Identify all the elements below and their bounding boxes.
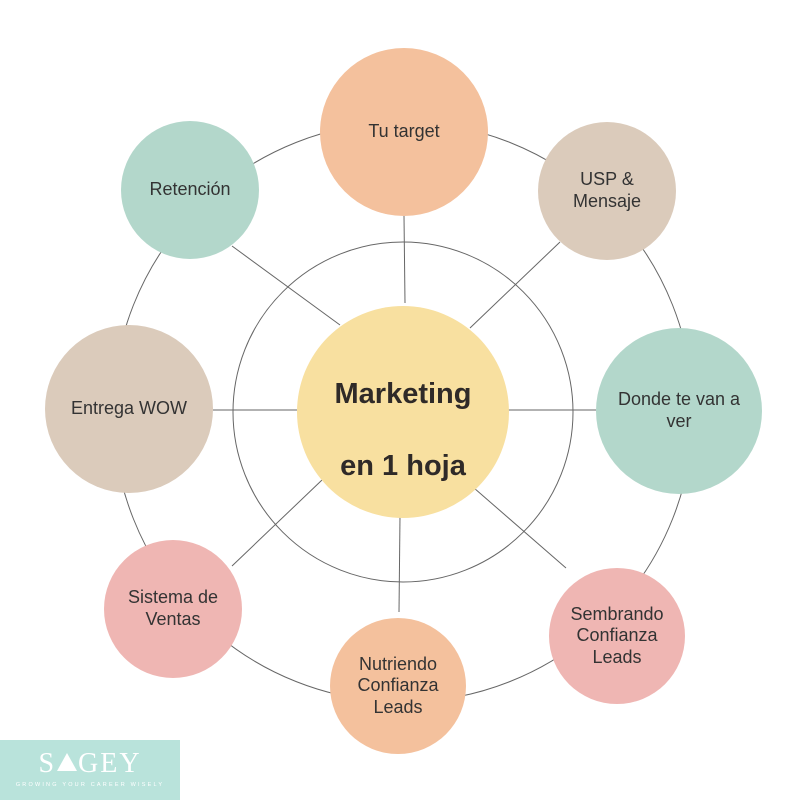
spoke-line-0	[403, 215, 406, 304]
node-label: Sembrando Confianza Leads	[570, 603, 664, 667]
spoke-line-5	[231, 479, 323, 567]
spoke-line-7	[231, 245, 341, 326]
node-sembrando-confianza-leads: Sembrando Confianza Leads	[549, 568, 685, 704]
node-label: USP & Mensaje	[572, 169, 642, 211]
center-title-line2: en 1 hoja	[340, 450, 466, 483]
spoke-line-1	[469, 241, 561, 329]
node-label: Nutriendo Confianza Leads	[357, 653, 439, 717]
node-label: Entrega WOW	[70, 398, 188, 419]
center-title-line1: Marketing	[334, 377, 472, 410]
node-tu-target: Tu target	[320, 48, 488, 216]
node-label: Retención	[149, 179, 231, 200]
node-retencion: Retención	[121, 121, 259, 259]
node-label: Sistema de Ventas	[127, 587, 219, 629]
node-label: Donde te van a ver	[617, 389, 741, 431]
node-label: Tu target	[368, 121, 440, 142]
triangle-icon	[57, 753, 78, 771]
spoke-line-3	[473, 487, 567, 569]
spoke-line-4	[398, 515, 401, 613]
node-sistema-de-ventas: Sistema de Ventas	[104, 540, 242, 678]
node-usp-mensaje: USP & Mensaje	[538, 122, 676, 260]
center-node: Marketing en 1 hoja	[297, 306, 509, 518]
node-entrega-wow: Entrega WOW	[45, 325, 213, 493]
node-donde-te-van-a-ver: Donde te van a ver	[596, 328, 762, 494]
inner-ring	[232, 241, 574, 583]
node-nutriendo-confianza-leads: Nutriendo Confianza Leads	[330, 618, 466, 754]
logo-tagline: GROWING YOUR CAREER WISELY	[15, 782, 165, 788]
